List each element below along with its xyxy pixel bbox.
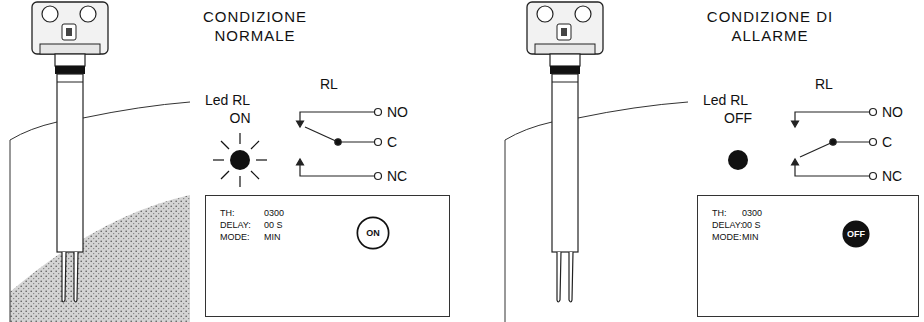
level-sensor [527,2,603,302]
panel-heading: CONDIZIONE NORMALE [185,8,325,46]
relay-contact [792,109,877,180]
terminal-name: NO [882,104,903,122]
parameter-value: MIN [742,232,759,242]
parameter-name: TH: [220,208,235,218]
parameter-value: 0300 [742,208,762,218]
led-state: ON [220,110,260,128]
led-on [213,133,267,187]
tank-wall [505,122,552,322]
relay-label: RL [320,76,338,94]
status-text: OFF [847,230,865,239]
led-state: OFF [716,110,760,128]
parameter-value: 00 S [264,220,283,230]
parameter-name: DELAY: [220,220,251,230]
terminal-name: NC [387,168,407,186]
led-label: Led RL [703,92,748,110]
terminal-name: C [387,134,397,152]
terminal-name: NO [387,104,408,122]
parameter-name: MODE: [712,232,742,242]
level-sensor [32,2,108,302]
tank-wall [10,122,57,322]
relay-contact [297,109,382,180]
parameter-name: TH: [712,208,727,218]
display-panel: TH: 0300DELAY: 00 S MODE: MIN ON [205,195,450,317]
panel-heading: CONDIZIONE DI ALLARME [700,8,840,46]
tank-wall [578,102,688,118]
terminal-name: NC [882,168,902,186]
status-indicator: OFF [842,220,870,248]
relay-label: RL [815,76,833,94]
led-label: Led RL [205,92,250,110]
display-panel: TH: 0300DELAY:00 SMODE:MIN OFF [697,195,919,317]
parameter-name: DELAY: [712,220,743,230]
parameter-value: MIN [264,232,281,242]
status-indicator: ON [356,216,390,250]
powder-fill [10,195,190,322]
parameter-name: MODE: [220,232,250,242]
status-text: ON [366,229,380,238]
parameter-value: 0300 [264,208,284,218]
terminal-name: C [882,134,892,152]
parameter-value: 00 S [742,220,761,230]
tank-wall [83,102,190,118]
led-off [728,150,748,170]
